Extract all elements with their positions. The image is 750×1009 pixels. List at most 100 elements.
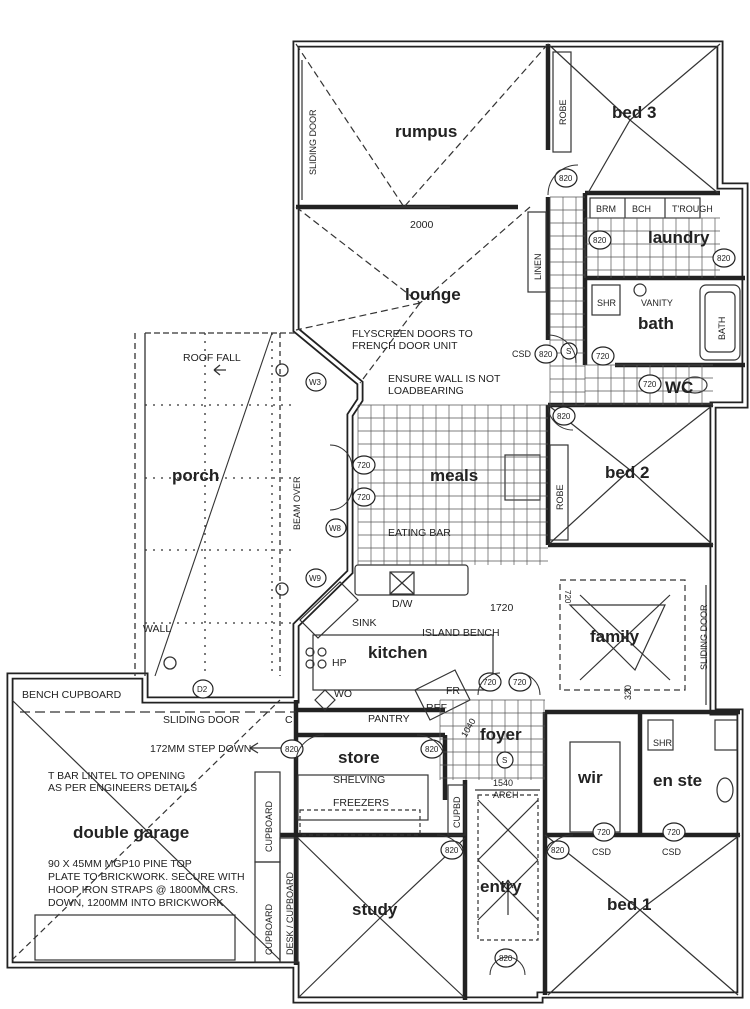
door-tag-820: 820 <box>717 254 731 263</box>
door-tag-circle <box>554 168 578 188</box>
freezers-label: FREEZERS <box>333 797 389 809</box>
plate-note-line3: HOOP IRON STRAPS @ 1800MM CRS. <box>48 884 238 896</box>
plate-note-line2: PLATE TO BRICKWORK. SECURE WITH <box>48 871 245 883</box>
door-tag-720: 720 <box>483 678 497 687</box>
window-tag-w9: W9 <box>309 574 322 583</box>
door-swings <box>295 164 579 976</box>
arch-label: ARCH <box>493 790 519 800</box>
room-label-bed3: bed 3 <box>612 103 656 122</box>
door-tags <box>192 168 736 968</box>
plate-note-line4: DOWN, 1200MM INTO BRICKWORK <box>48 897 223 909</box>
pantry-label: PANTRY <box>368 713 410 725</box>
room-label-lounge: lounge <box>405 285 461 304</box>
lintel-note-line1: T BAR LINTEL TO OPENING <box>48 770 185 782</box>
door-tag-820: 820 <box>499 954 513 963</box>
door-tag-820: 820 <box>425 745 439 754</box>
room-label-bed1: bed 1 <box>607 895 651 914</box>
vanity-label: VANITY <box>641 298 673 308</box>
room-label-bath: bath <box>638 314 674 333</box>
dimension-1040: 1040 <box>459 717 478 739</box>
rumpus-sliding-door-label: SLIDING DOOR <box>308 109 318 175</box>
wall-label: WALL <box>143 623 171 635</box>
fixture-labels: ROBE LINEN ROBE BRM BCH T'ROUGH SHR VANI… <box>22 99 727 955</box>
flyscreen-note-line1: FLYSCREEN DOORS TO <box>352 328 473 340</box>
shr-bath-label: SHR <box>597 298 617 308</box>
porch-area <box>134 332 296 677</box>
csd-label: CSD <box>662 847 682 857</box>
robe-bed2-label: ROBE <box>555 484 565 510</box>
door-tag-820: 820 <box>551 846 565 855</box>
cupboard-lower-label: CUPBOARD <box>264 903 274 955</box>
island-bench-label: ISLAND BENCH <box>422 627 500 639</box>
room-label-ensuite: en ste <box>653 771 702 790</box>
garage-sliding-door-label: SLIDING DOOR <box>163 714 240 726</box>
thin-lines <box>11 43 741 999</box>
door-tag-820: 820 <box>285 745 299 754</box>
door-tag-820: 820 <box>593 236 607 245</box>
ensure-wall-note-line1: ENSURE WALL IS NOT <box>388 373 501 385</box>
dimension-1720: 1720 <box>490 602 514 614</box>
csd-label: CSD <box>512 349 532 359</box>
room-label-double-garage: double garage <box>73 823 189 842</box>
cupboard-upper-label: CUPBOARD <box>264 800 274 852</box>
door-tag-720: 720 <box>596 352 610 361</box>
door-tag-820: 820 <box>539 350 553 359</box>
flyscreen-note-line2: FRENCH DOOR UNIT <box>352 340 458 352</box>
wo-label: WO <box>334 688 352 700</box>
room-label-foyer: foyer <box>480 725 522 744</box>
brm-label: BRM <box>596 204 616 214</box>
door-tag-720: 720 <box>357 461 371 470</box>
dimension-2000: 2000 <box>410 219 434 231</box>
foyer-tile-grid <box>439 699 545 780</box>
door-tag-820: 820 <box>559 174 573 183</box>
room-label-wir: wir <box>577 768 603 787</box>
door-tag-720: 720 <box>513 678 527 687</box>
room-label-porch: porch <box>172 466 219 485</box>
linen-label: LINEN <box>533 253 543 280</box>
bench-cupboard-label: BENCH CUPBOARD <box>22 689 122 701</box>
c-label: C <box>285 714 293 726</box>
room-label-laundry: laundry <box>648 228 710 247</box>
door-tag-720: 720 <box>597 828 611 837</box>
window-tag-w8: W8 <box>329 524 342 533</box>
hp-label: HP <box>332 657 347 669</box>
window-tag-d2: D2 <box>197 685 208 694</box>
lintel-note-line2: AS PER ENGINEERS DETAILS <box>48 782 197 794</box>
construction-notes: FLYSCREEN DOORS TO FRENCH DOOR UNIT ENSU… <box>48 328 501 909</box>
door-tag-labels: 820 820 820 820 CSD S 720 720 820 720 72… <box>197 174 731 963</box>
cupbd-label: CUPBD <box>452 796 462 828</box>
sink-label: SINK <box>352 617 377 629</box>
switch-s-label: S <box>502 756 507 765</box>
room-label-family: family <box>590 627 640 646</box>
family-sliding-door-label: SLIDING DOOR <box>699 604 709 670</box>
door-tag-720: 720 <box>357 493 371 502</box>
room-label-store: store <box>338 748 380 767</box>
trough-label: T'ROUGH <box>672 204 713 214</box>
meals-tile-grid <box>357 404 548 565</box>
roof-fall-label: ROOF FALL <box>183 352 241 364</box>
bch-label: BCH <box>632 204 651 214</box>
step-down-note: 172MM STEP DOWN <box>150 743 251 755</box>
door-tag-820: 820 <box>445 846 459 855</box>
laundry-tile-grid <box>549 196 720 406</box>
room-label-wc: WC <box>665 378 693 397</box>
door-tag-820: 820 <box>557 412 571 421</box>
door-tag-720: 720 <box>643 380 657 389</box>
shelving-label: SHELVING <box>333 774 385 786</box>
shr-ensuite-label: SHR <box>653 738 673 748</box>
room-label-meals: meals <box>430 466 478 485</box>
ensure-wall-note-line2: LOADBEARING <box>388 385 464 397</box>
room-label-kitchen: kitchen <box>368 643 428 662</box>
window-tag-w3: W3 <box>309 378 322 387</box>
eating-bar-label: EATING BAR <box>388 527 451 539</box>
ref-label: REF <box>426 702 447 714</box>
desk-cupboard-label: DESK / CUPBOARD <box>285 871 295 955</box>
fr-label: FR <box>446 685 460 697</box>
plate-note-line1: 90 X 45MM MGP10 PINE TOP <box>48 858 192 870</box>
door-tag-720: 720 <box>667 828 681 837</box>
bath-tub-label: BATH <box>717 317 727 340</box>
dimension-1540: 1540 <box>493 778 513 788</box>
dimension-320: 320 <box>623 685 633 700</box>
